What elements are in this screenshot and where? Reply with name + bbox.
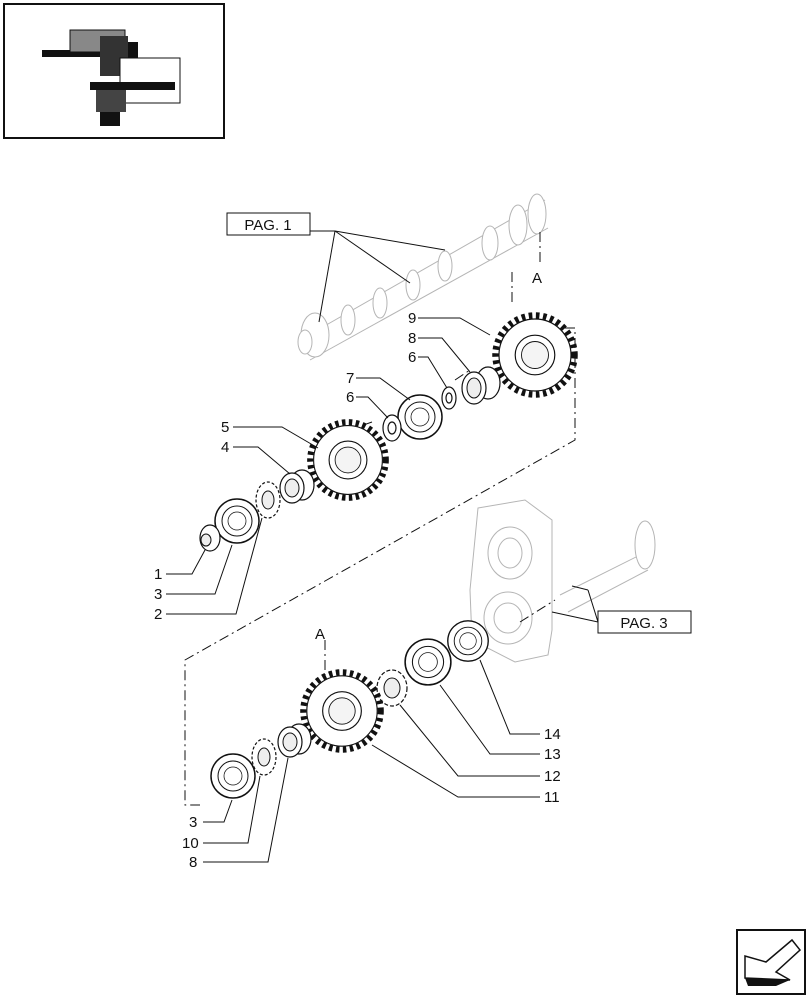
bearing-14: [447, 620, 489, 662]
housing-plate-outline: [469, 499, 656, 663]
input-shaft-outline: [297, 193, 549, 361]
page-ref-box-3[interactable]: PAG. 3: [597, 610, 692, 634]
bushing-1: [199, 524, 221, 552]
page-ref-box-1[interactable]: PAG. 1: [226, 212, 311, 236]
callout-8: 8: [189, 854, 197, 871]
callout-7: 7: [346, 370, 354, 387]
callout-3: 3: [189, 814, 197, 831]
gear-9: [495, 315, 574, 394]
callout-6: 6: [408, 349, 416, 366]
callout-8: 8: [408, 330, 416, 347]
callout-12: 12: [544, 768, 561, 785]
bearing-13: [404, 638, 452, 686]
washer-6-top: [441, 386, 457, 410]
spacer-4: [279, 469, 315, 504]
gear-5: [310, 422, 386, 498]
bearing-2: [255, 481, 281, 519]
callout-14: 14: [544, 726, 561, 743]
hub-3-top: [214, 498, 260, 544]
spacer-8-bottom: [277, 723, 312, 758]
hub-3-bottom: [210, 753, 256, 799]
washer-6-mid: [382, 414, 402, 442]
page-ref-label: PAG. 1: [244, 217, 291, 234]
callout-9: 9: [408, 310, 416, 327]
section-marker-a-bottom: A: [315, 626, 325, 643]
callout-3: 3: [154, 586, 162, 603]
assembly-thumbnail-icon[interactable]: [3, 3, 225, 139]
callout-1: 1: [154, 566, 162, 583]
bearing-10: [251, 738, 277, 776]
callout-4: 4: [221, 439, 229, 456]
callout-labels: 9 8 6 7 6 5 4 1 3 2 14 13 12 11 3 10 8: [154, 310, 561, 871]
section-marker-a-top: A: [532, 270, 542, 287]
callout-13: 13: [544, 746, 561, 763]
callout-11: 11: [544, 789, 560, 806]
gear-11: [303, 672, 380, 749]
callout-5: 5: [221, 419, 229, 436]
callout-2: 2: [154, 606, 162, 623]
bearing-7: [397, 394, 443, 440]
bearing-12: [376, 669, 408, 707]
callout-10: 10: [182, 835, 199, 852]
callout-6: 6: [346, 389, 354, 406]
leader-lines: [166, 230, 599, 863]
spacer-8-top: [461, 366, 501, 405]
next-page-arrow-icon[interactable]: [736, 929, 806, 995]
page-ref-label: PAG. 3: [620, 615, 667, 632]
